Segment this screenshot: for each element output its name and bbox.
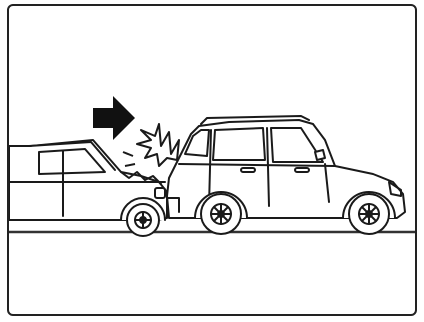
direction-arrow-icon <box>93 96 135 140</box>
front-suv <box>167 116 405 234</box>
impact-burst-icon <box>123 124 179 166</box>
rear-car <box>9 140 167 236</box>
illustration-frame <box>7 4 417 316</box>
collision-illustration <box>9 6 415 314</box>
